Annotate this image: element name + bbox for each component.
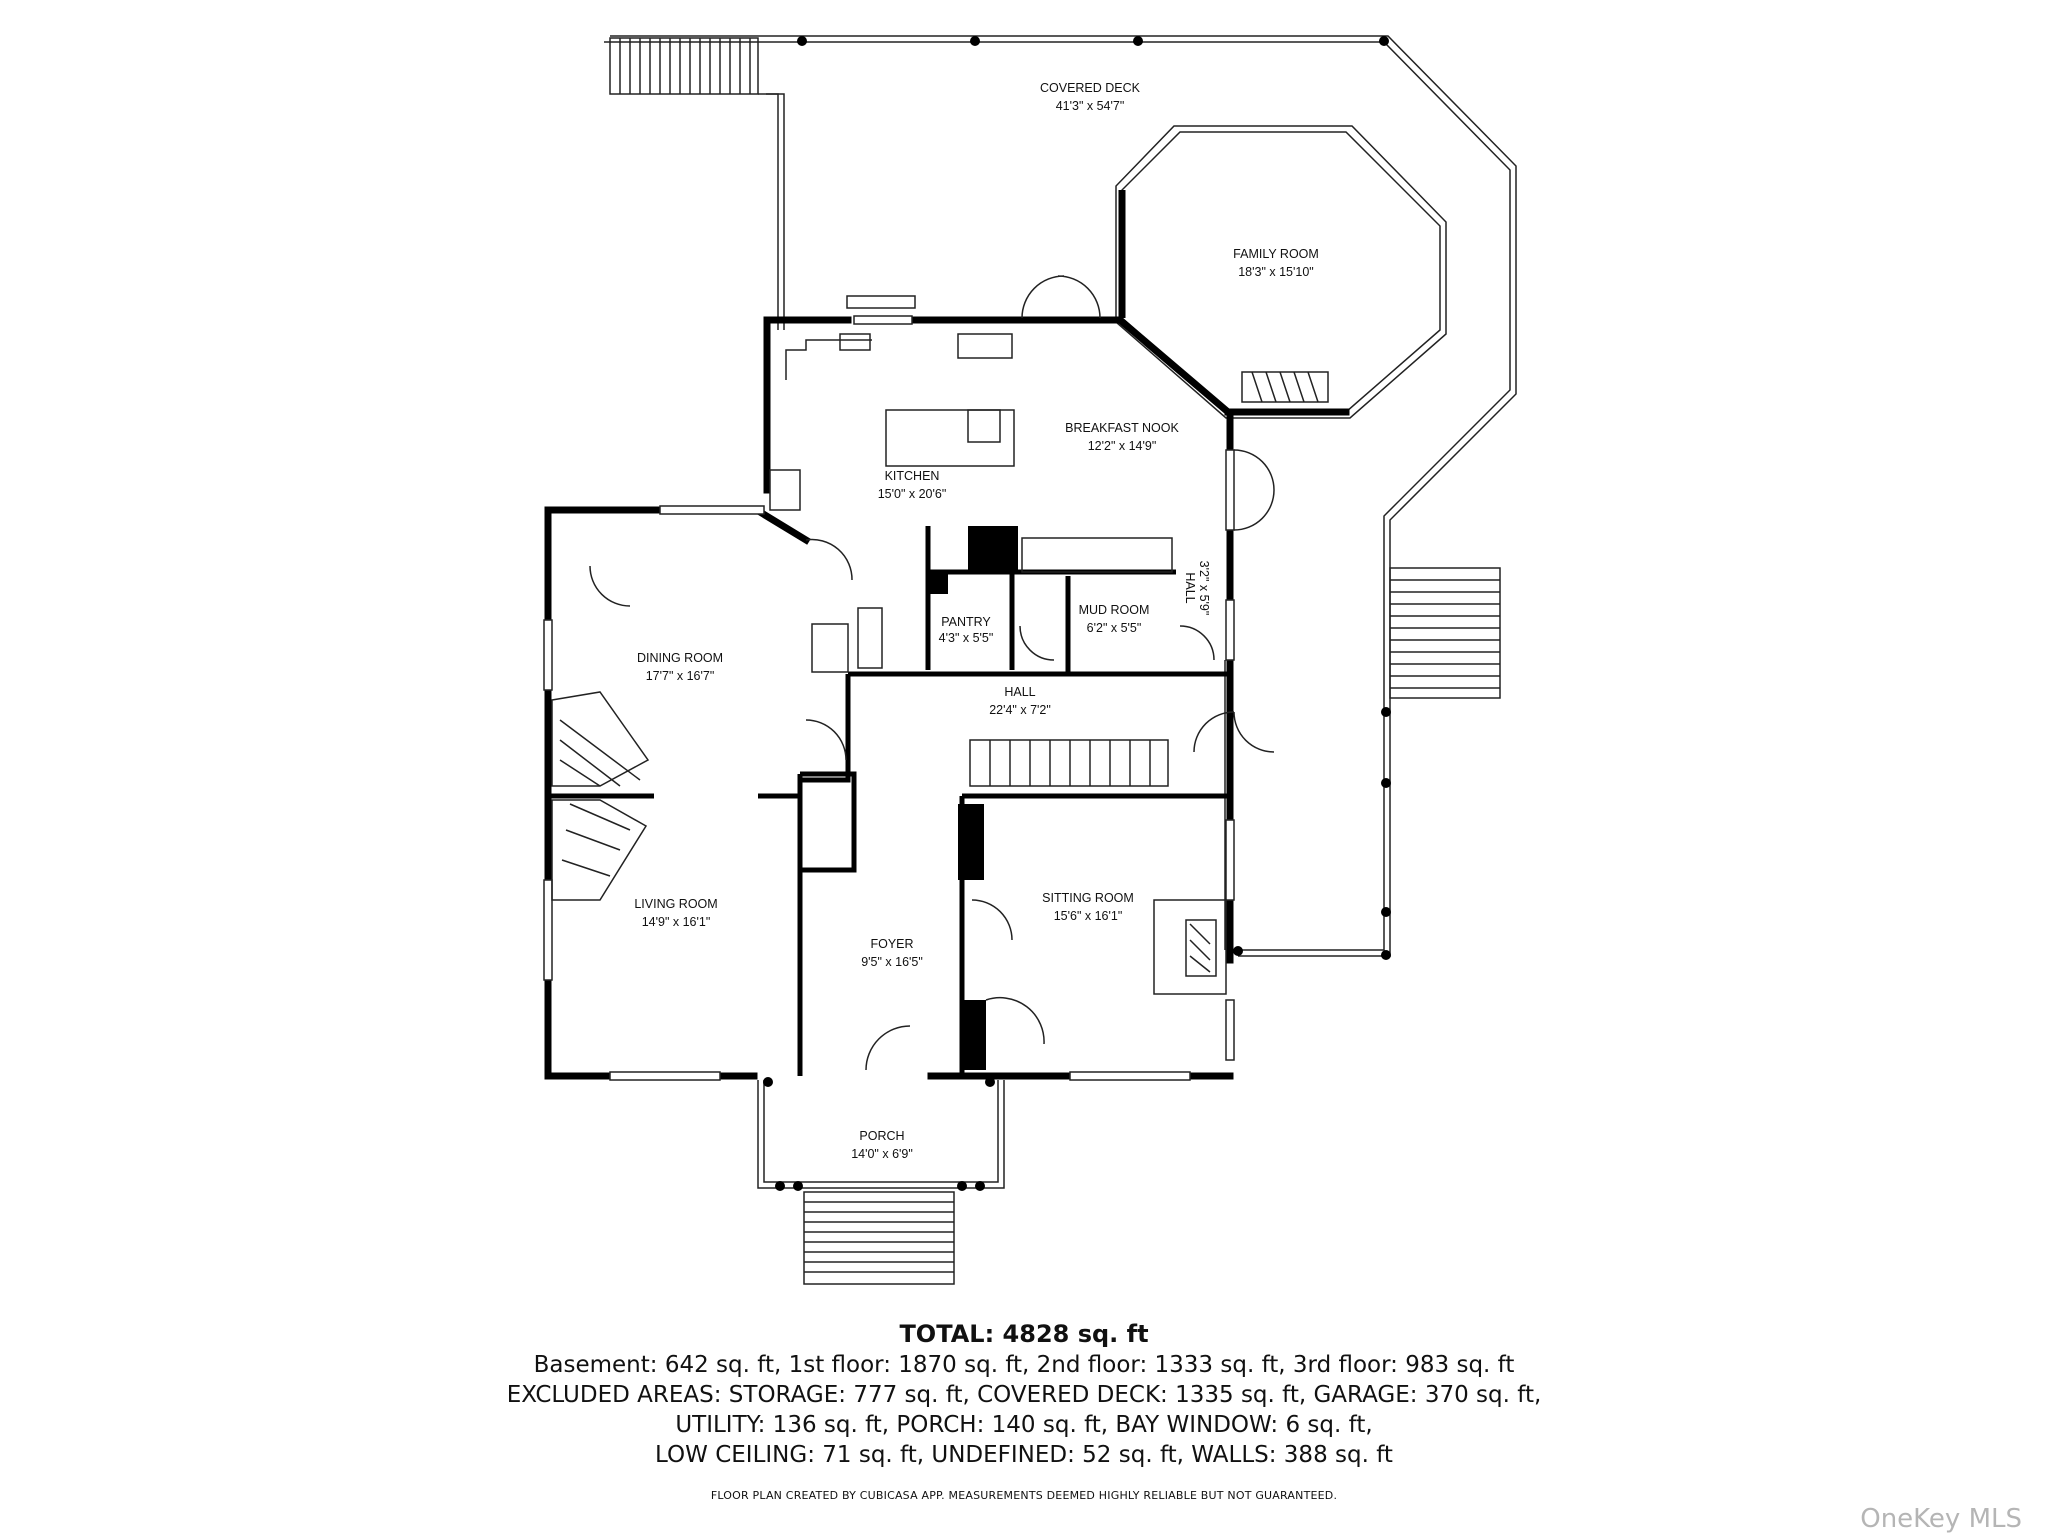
deck-stairs-top-left: [609, 37, 759, 95]
summary-line: UTILITY: 136 sq. ft, PORCH: 140 sq. ft, …: [675, 1412, 1373, 1438]
room-dims-hall: 22'4" x 7'2": [989, 703, 1051, 717]
room-dims-covered-deck: 41'3" x 54'7": [1056, 99, 1125, 113]
watermark: OneKey MLS: [1860, 1504, 2022, 1534]
room-name-covered-deck: COVERED DECK: [1040, 81, 1141, 95]
room-name-foyer: FOYER: [870, 937, 913, 951]
room-name-breakfast-nook: BREAKFAST NOOK: [1065, 421, 1179, 435]
chimney-blocks: [928, 526, 1018, 1070]
room-name-sitting-room: SITTING ROOM: [1042, 891, 1134, 905]
room-name-hall: HALL: [1004, 685, 1035, 699]
room-dims-sitting-room: 15'6" x 16'1": [1054, 909, 1123, 923]
room-dims-foyer: 9'5" x 16'5": [861, 955, 923, 969]
room-name-family-room: FAMILY ROOM: [1233, 247, 1319, 261]
room-dims-kitchen: 15'0" x 20'6": [878, 487, 947, 501]
summary-line: LOW CEILING: 71 sq. ft, UNDEFINED: 52 sq…: [655, 1442, 1393, 1468]
disclaimer: FLOOR PLAN CREATED BY CUBICASA APP. MEAS…: [710, 1489, 1338, 1502]
porch-posts: [763, 1077, 995, 1191]
stairs-interior: [551, 691, 1169, 901]
room-dims-dining-room: 17'7" x 16'7": [646, 669, 715, 683]
room-name-porch: PORCH: [859, 1129, 904, 1143]
area-summary: TOTAL: 4828 sq. ft Basement: 642 sq. ft,…: [0, 1318, 2048, 1470]
room-dims-breakfast-nook: 12'2" x 14'9": [1088, 439, 1157, 453]
porch: [757, 1080, 1005, 1285]
room-dims-family-room: 18'3" x 15'10": [1238, 265, 1314, 279]
room-name-kitchen: KITCHEN: [885, 469, 940, 483]
summary-line: EXCLUDED AREAS: STORAGE: 777 sq. ft, COV…: [506, 1382, 1542, 1408]
room-dims-porch: 14'0" x 6'9": [851, 1147, 913, 1161]
room-dims-pantry: 4'3" x 5'5": [939, 631, 994, 645]
room-name-mud-room: MUD ROOM: [1079, 603, 1150, 617]
deck-posts: [797, 36, 1391, 960]
covered-deck-outline: [604, 35, 1517, 957]
room-name-hall-small: HALL: [1183, 572, 1197, 603]
room-dims-mud-room: 6'2" x 5'5": [1087, 621, 1142, 635]
room-dims-hall-small: 3'2" x 5'9": [1197, 561, 1211, 616]
room-name-dining-room: DINING ROOM: [637, 651, 723, 665]
kitchen-fixtures: [769, 333, 1173, 673]
door-swings: [589, 275, 1275, 1071]
summary-line: Basement: 642 sq. ft, 1st floor: 1870 sq…: [533, 1352, 1515, 1378]
room-name-pantry: PANTRY: [941, 615, 991, 629]
total-area: TOTAL: 4828 sq. ft: [899, 1320, 1149, 1348]
fireplace-family-room: [1241, 371, 1329, 403]
windows: [543, 295, 1235, 1081]
room-name-living-room: LIVING ROOM: [634, 897, 717, 911]
deck-stairs-right: [1389, 567, 1501, 699]
room-dims-living-room: 14'9" x 16'1": [642, 915, 711, 929]
fireplace-sitting-room: [1153, 899, 1227, 995]
